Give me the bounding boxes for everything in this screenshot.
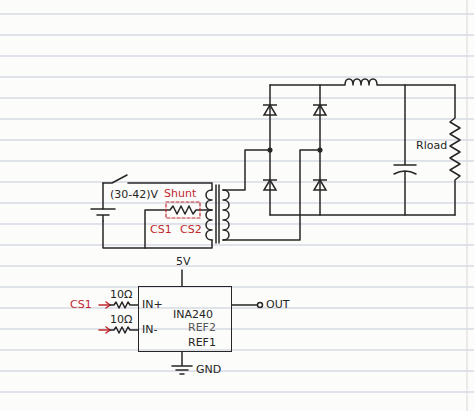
signal-name: CS1	[150, 224, 172, 236]
signal-name: CS2	[180, 224, 202, 236]
signal-name: CS1	[70, 299, 92, 311]
resistor-value: 10Ω	[110, 314, 132, 326]
chip-name: INA240	[173, 309, 213, 321]
supply-wire	[181, 270, 183, 286]
transformer-core	[216, 185, 219, 243]
source-wire	[103, 183, 212, 248]
input-resistor	[110, 302, 138, 308]
part-name: Rload	[416, 140, 447, 152]
shunt-outline	[166, 202, 200, 218]
load-resistor	[450, 85, 460, 215]
pin-name: REF2	[188, 322, 216, 334]
out-wire	[232, 304, 257, 306]
bridge-legs	[270, 85, 320, 215]
ground-label: GND	[196, 364, 221, 376]
supply-voltage: (30-42)V	[110, 189, 158, 201]
chip-box: INA240	[138, 286, 232, 352]
output-inductor	[270, 79, 455, 85]
input-resistor	[110, 327, 138, 333]
secondary-coil	[223, 190, 229, 240]
shunt-label: Shunt	[164, 188, 196, 200]
primary-coil	[206, 190, 212, 240]
ground-symbol	[172, 352, 192, 374]
return-rail	[270, 214, 455, 216]
pin-name: OUT	[266, 299, 289, 311]
pin-name: IN+	[142, 299, 163, 311]
supply-label: 5V	[176, 256, 191, 268]
pin-name: REF1	[188, 337, 216, 349]
pin-name: IN-	[142, 324, 157, 336]
shunt-resistor	[145, 206, 212, 248]
battery-symbol	[91, 209, 115, 221]
secondary-wire	[223, 150, 320, 240]
resistor-value: 10Ω	[110, 289, 132, 301]
capacitor-symbol	[394, 85, 416, 215]
